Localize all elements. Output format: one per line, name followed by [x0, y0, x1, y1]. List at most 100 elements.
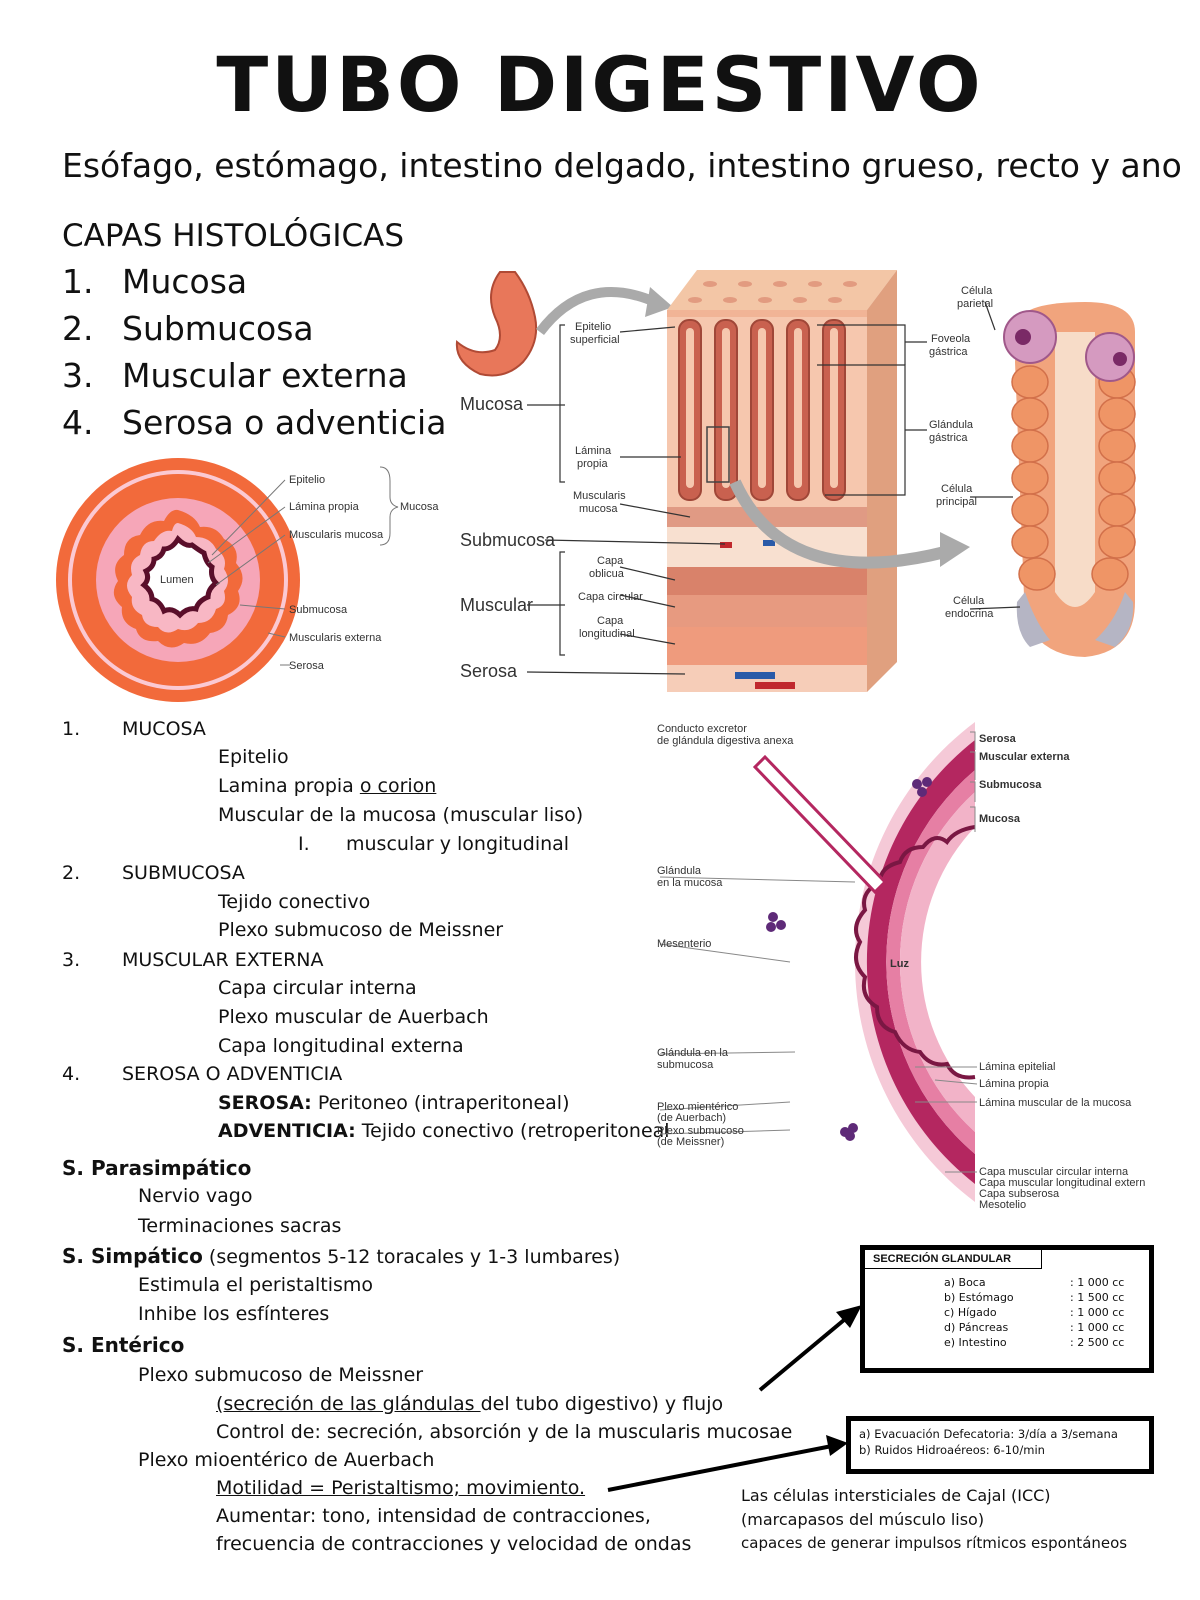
stomach-label-muscular: Muscular	[460, 595, 533, 615]
evacuation-b: b) Ruidos Hidroaéreos: 6-10/min	[859, 1443, 1045, 1457]
secretion-label: e) Intestino	[944, 1336, 1007, 1349]
intestine-wall-diagram: Conducto excretor de glándula digestiva …	[657, 722, 1145, 1211]
enteric-meissner-a-rest: del tubo digestivo) y flujo	[480, 1393, 724, 1415]
layer-label: Submucosa	[122, 309, 314, 348]
page-title: TUBO DIGESTIVO	[216, 40, 984, 129]
stomach-label-principal: Célula	[941, 483, 973, 495]
outline-mucosa-roman: I. muscular y longitudinal	[298, 833, 569, 855]
secretion-label: b) Estómago	[944, 1291, 1014, 1304]
stomach-label-oblicua: Capa	[597, 555, 624, 567]
ring-label-lumen: Lumen	[160, 574, 194, 586]
stomach-label-foveola: Foveola	[931, 333, 971, 345]
stomach-label-lamina-2: propia	[577, 458, 608, 470]
zoom-arrow-top-head	[645, 287, 673, 317]
stomach-label-muscularis-2: mucosa	[579, 503, 618, 515]
intestine-label-lamina-epitelial: Lámina epitelial	[979, 1061, 1055, 1073]
stomach-label-endocrina: Célula	[953, 595, 985, 607]
outline-serosa-term: SEROSA:	[218, 1092, 312, 1114]
intestine-label-submucosa: Submucosa	[979, 779, 1042, 791]
enteric-heading: S. Entérico	[62, 1333, 185, 1357]
stomach-label-endocrina-2: endocrina	[945, 608, 994, 620]
vessel-blue	[763, 540, 775, 546]
table-row: a) Boca: 1 000 cc	[940, 1275, 1128, 1290]
stomach-label-epitelio-2: superficial	[570, 334, 620, 346]
table-row: c) Hígado: 1 000 cc	[940, 1305, 1128, 1320]
cajal-note-c: capaces de generar impulsos rítmicos esp…	[741, 1534, 1128, 1552]
zoom-arrow-top	[536, 287, 657, 336]
stomach-label-epitelio: Epitelio	[575, 321, 611, 333]
block-longitudinal	[667, 627, 867, 665]
sympathetic-b: Inhibe los esfínteres	[138, 1303, 330, 1325]
intestine-label-lamina-muscular: Lámina muscular de la mucosa	[979, 1097, 1132, 1109]
page-subtitle: Esófago, estómago, intestino delgado, in…	[62, 146, 1182, 185]
intestine-label-glandula-mucosa-2: en la mucosa	[657, 877, 723, 889]
outline-submucosa-b: Plexo submucoso de Meissner	[218, 919, 504, 941]
layer-number: 4.	[62, 403, 94, 442]
layer-item-serosa: 4.Serosa o adventicia	[62, 403, 446, 442]
ring-label-mucosa: Mucosa	[400, 501, 439, 513]
enteric-auerbach-a: Motilidad = Peristaltismo; movimiento.	[216, 1477, 586, 1499]
gland-zoom-box	[706, 426, 730, 483]
outline-number: 3.	[62, 949, 81, 971]
intestine-serosa-band	[855, 722, 975, 1202]
stomach-label-parietal: Célula	[961, 285, 993, 297]
vessel-red	[720, 542, 732, 548]
enteric-auerbach-b: Aumentar: tono, intensidad de contraccio…	[216, 1505, 651, 1527]
intestine-label-subserosa: Capa subserosa	[979, 1188, 1060, 1200]
intestine-label-auerbach: Plexo mientérico	[657, 1101, 738, 1113]
intestine-muscular-band	[866, 740, 975, 1184]
outline-serosa-heading: 4.SEROSA O ADVENTICIA	[62, 1063, 342, 1085]
outline-number: 1.	[62, 718, 81, 740]
outline-adventicia-term: ADVENTICIA:	[218, 1120, 356, 1142]
gland-zoom-lumen	[1055, 332, 1095, 607]
parasympathetic-a: Nervio vago	[138, 1185, 253, 1207]
outline-muscular-a: Capa circular interna	[218, 977, 417, 999]
intestine-mucosa-band	[899, 792, 975, 1132]
intestine-label-conducto-2: de glándula digestiva anexa	[657, 735, 794, 747]
intestine-label-glandula-sub-2: submucosa	[657, 1059, 714, 1071]
table-row: b) Estómago: 1 500 cc	[940, 1290, 1128, 1305]
intestine-label-conducto: Conducto excretor	[657, 723, 747, 735]
secretion-table: a) Boca: 1 000 cc b) Estómago: 1 500 cc …	[940, 1275, 1128, 1350]
outline-number: 4.	[62, 1063, 81, 1085]
stomach-wall-diagram: Mucosa Submucosa Muscular Serosa Epiteli…	[455, 270, 1136, 692]
layer-label: Muscular externa	[122, 356, 408, 395]
block-top-face	[667, 270, 897, 310]
outline-lamina-text: Lamina propia	[218, 775, 360, 797]
stomach-label-oblicua-2: oblicua	[589, 568, 625, 580]
intestine-label-mesotelio: Mesotelio	[979, 1199, 1026, 1211]
outline-heading-text: MUSCULAR EXTERNA	[122, 949, 324, 971]
parietal-cell-right	[1085, 332, 1135, 382]
intestine-label-mesenterio: Mesenterio	[657, 938, 711, 950]
outline-muscular-b: Plexo muscular de Auerbach	[218, 1006, 489, 1028]
secretion-label: c) Hígado	[944, 1306, 997, 1319]
outline-roman-text: muscular y longitudinal	[346, 833, 570, 855]
arrow-to-secretion-head	[836, 1305, 862, 1328]
annotation-arrows	[607, 1305, 862, 1492]
outline-roman-num: I.	[298, 833, 310, 855]
arrow-to-evacuation-head	[826, 1435, 848, 1456]
intestine-label-serosa: Serosa	[979, 733, 1017, 745]
secretion-label: d) Páncreas	[944, 1321, 1009, 1334]
ring-label-serosa: Serosa	[289, 660, 325, 672]
outline-mucosa-epitelio: Epitelio	[218, 746, 289, 768]
ring-cross-section-diagram: Lumen Epitelio Lámina propia Muscularis …	[56, 458, 439, 702]
parasympathetic-heading: S. Parasimpático	[62, 1156, 252, 1180]
intestine-submucosa-band	[886, 770, 975, 1154]
intestine-label-glandula-mucosa: Glándula	[657, 865, 702, 877]
ring-label-muscularis-externa: Muscularis externa	[289, 632, 382, 644]
secretion-label: a) Boca	[944, 1276, 986, 1289]
layer-item-mucosa: 1.Mucosa	[62, 262, 247, 301]
ring-epithelium-lumen	[140, 534, 220, 619]
ring-label-muscularis-mucosa: Muscularis mucosa	[289, 529, 384, 541]
intestine-label-circular: Capa muscular circular interna	[979, 1166, 1129, 1178]
ring-label-submucosa: Submucosa	[289, 604, 348, 616]
secretion-value: : 2 500 cc	[1070, 1336, 1125, 1349]
parietal-nucleus	[1015, 329, 1031, 345]
table-row: e) Intestino : 2 500 cc	[940, 1335, 1128, 1350]
stomach-label-mucosa: Mucosa	[460, 394, 524, 414]
excretory-duct	[752, 754, 888, 895]
outline-muscular-heading: 3. MUSCULAR EXTERNA	[62, 949, 324, 971]
stomach-icon	[455, 271, 538, 377]
stomach-label-parietal-2: parietal	[957, 298, 993, 310]
